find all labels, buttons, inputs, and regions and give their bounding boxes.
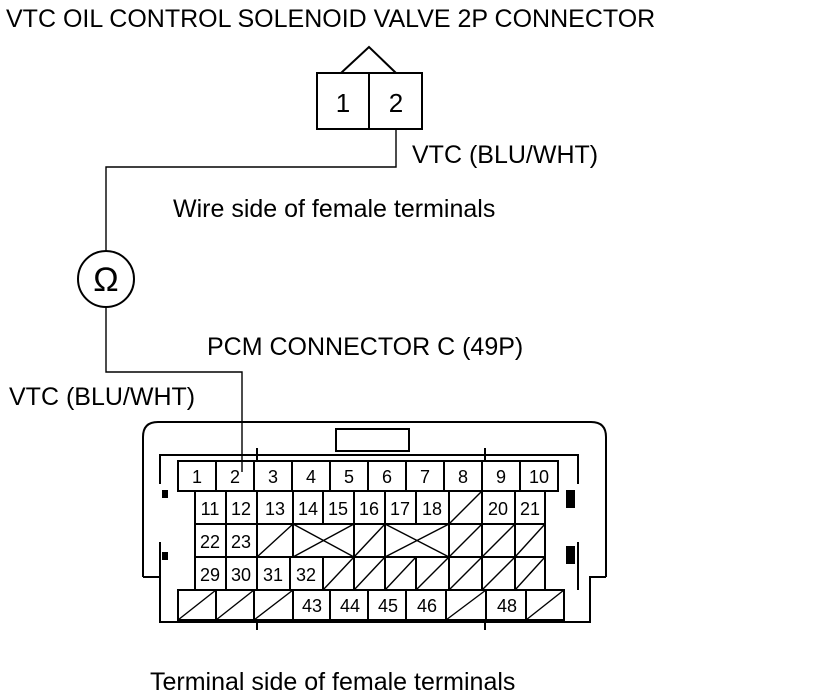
terminal-16: 16: [359, 499, 379, 519]
housing-lock-tab: [335, 428, 410, 452]
solenoid-pin-1: 1: [336, 88, 350, 118]
pcm-connector-housing: [142, 421, 607, 630]
terminal-29: 29: [200, 565, 220, 585]
terminal-44: 44: [340, 596, 360, 616]
keyway-mark: [162, 490, 168, 498]
terminal-18: 18: [422, 499, 442, 519]
connector-lock-tab: [340, 45, 397, 74]
terminal-4: 4: [306, 467, 316, 487]
terminal-20: 20: [488, 499, 508, 519]
ohmmeter-icon: [77, 250, 135, 308]
terminal-13: 13: [265, 499, 285, 519]
terminal-32: 32: [296, 565, 316, 585]
terminal-8: 8: [458, 467, 468, 487]
solenoid-2p-connector: 1 2: [316, 45, 423, 130]
terminal-46: 46: [417, 596, 437, 616]
terminal-12: 12: [231, 499, 251, 519]
solenoid-connector-title: VTC OIL CONTROL SOLENOID VALVE 2P CONNEC…: [6, 5, 655, 33]
terminal-2: 2: [230, 467, 240, 487]
terminal-3: 3: [268, 467, 278, 487]
terminal-21: 21: [520, 499, 540, 519]
test-wire: Ω: [77, 129, 397, 472]
terminal-6: 6: [382, 467, 392, 487]
terminal-side-caption: Terminal side of female terminals: [150, 668, 515, 696]
wire-side-caption: Wire side of female terminals: [173, 195, 495, 223]
pcm-terminal-grid: 1 2 3 4 5 6 7 8 9 10 11 12 13 14 15 16 1…: [177, 460, 565, 621]
terminal-22: 22: [200, 532, 220, 552]
terminal-1: 1: [192, 467, 202, 487]
terminal-10: 10: [529, 467, 549, 487]
ohmmeter-symbol: Ω: [93, 261, 118, 299]
terminal-43: 43: [302, 596, 322, 616]
pcm-wire-label: VTC (BLU/WHT): [9, 383, 195, 411]
keyway-mark: [566, 490, 575, 508]
terminal-15: 15: [328, 499, 348, 519]
terminal-45: 45: [378, 596, 398, 616]
terminal-30: 30: [231, 565, 251, 585]
terminal-7: 7: [420, 467, 430, 487]
terminal-11: 11: [201, 499, 220, 519]
pcm-connector-title: PCM CONNECTOR C (49P): [207, 333, 523, 361]
terminal-17: 17: [390, 499, 410, 519]
terminal-5: 5: [344, 467, 354, 487]
keyway-mark: [566, 546, 575, 564]
terminal-48: 48: [497, 596, 517, 616]
solenoid-wire-label: VTC (BLU/WHT): [412, 141, 598, 169]
terminal-14: 14: [298, 499, 318, 519]
solenoid-pin-2: 2: [389, 88, 403, 118]
terminal-9: 9: [496, 467, 506, 487]
terminal-31: 31: [263, 565, 283, 585]
keyway-mark: [162, 552, 168, 560]
terminal-23: 23: [231, 532, 251, 552]
